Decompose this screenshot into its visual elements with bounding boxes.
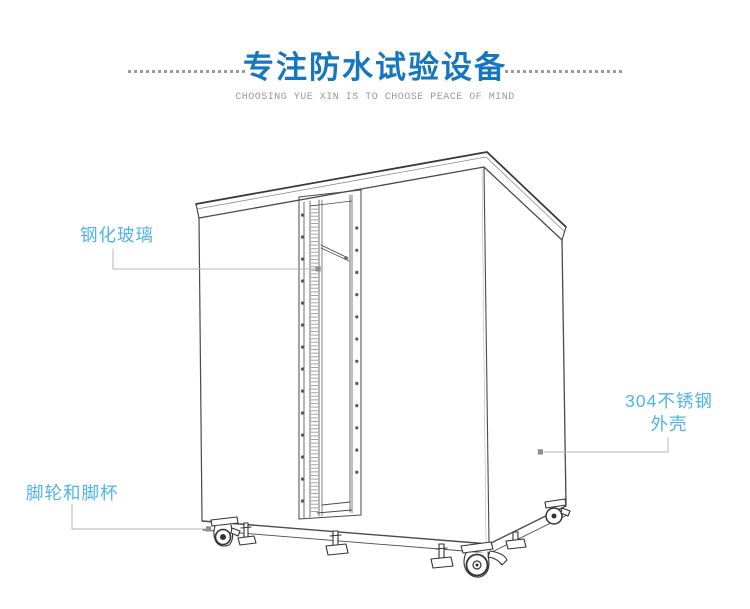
- callout-dot-shell: [537, 449, 543, 455]
- callout-lines: [71, 248, 669, 532]
- caster-rear-right: [544, 498, 571, 525]
- callout-line-tempered-glass: [112, 248, 316, 270]
- callout-dot-casters: [206, 526, 212, 532]
- chamber-body: [198, 166, 568, 554]
- leveling-foot-left: [237, 522, 257, 546]
- casters-and-feet: [210, 498, 571, 578]
- title-dotted-rule-right: [505, 70, 622, 73]
- caster-front-right: [460, 541, 508, 578]
- callout-dot-tempered-glass: [315, 266, 321, 272]
- glass-pane-edge: [320, 244, 350, 262]
- leveling-foot-rear-right: [505, 531, 527, 550]
- label-casters-footcups: 脚轮和脚杯: [26, 483, 119, 503]
- label-tempered-glass: 钢化玻璃: [80, 225, 154, 245]
- chamber-door: [298, 189, 362, 520]
- callout-line-shell: [543, 437, 669, 453]
- label-stainless-shell-line2: 外壳: [650, 414, 688, 434]
- label-stainless-shell: 304不锈钢 外壳: [621, 390, 717, 436]
- leveling-foot-center: [325, 530, 349, 556]
- chamber-lid: [195, 151, 567, 241]
- caster-front-left: [210, 516, 241, 547]
- label-stainless-shell-line1: 304不锈钢: [625, 391, 713, 411]
- page-title: 专注防水试验设备: [243, 50, 507, 85]
- callout-line-casters: [71, 503, 207, 530]
- title-dotted-rule-left: [128, 70, 245, 73]
- leveling-foot-right: [430, 543, 454, 569]
- page-subtitle: CHOOSING YUE XIN IS TO CHOOSE PEACE OF M…: [235, 92, 515, 103]
